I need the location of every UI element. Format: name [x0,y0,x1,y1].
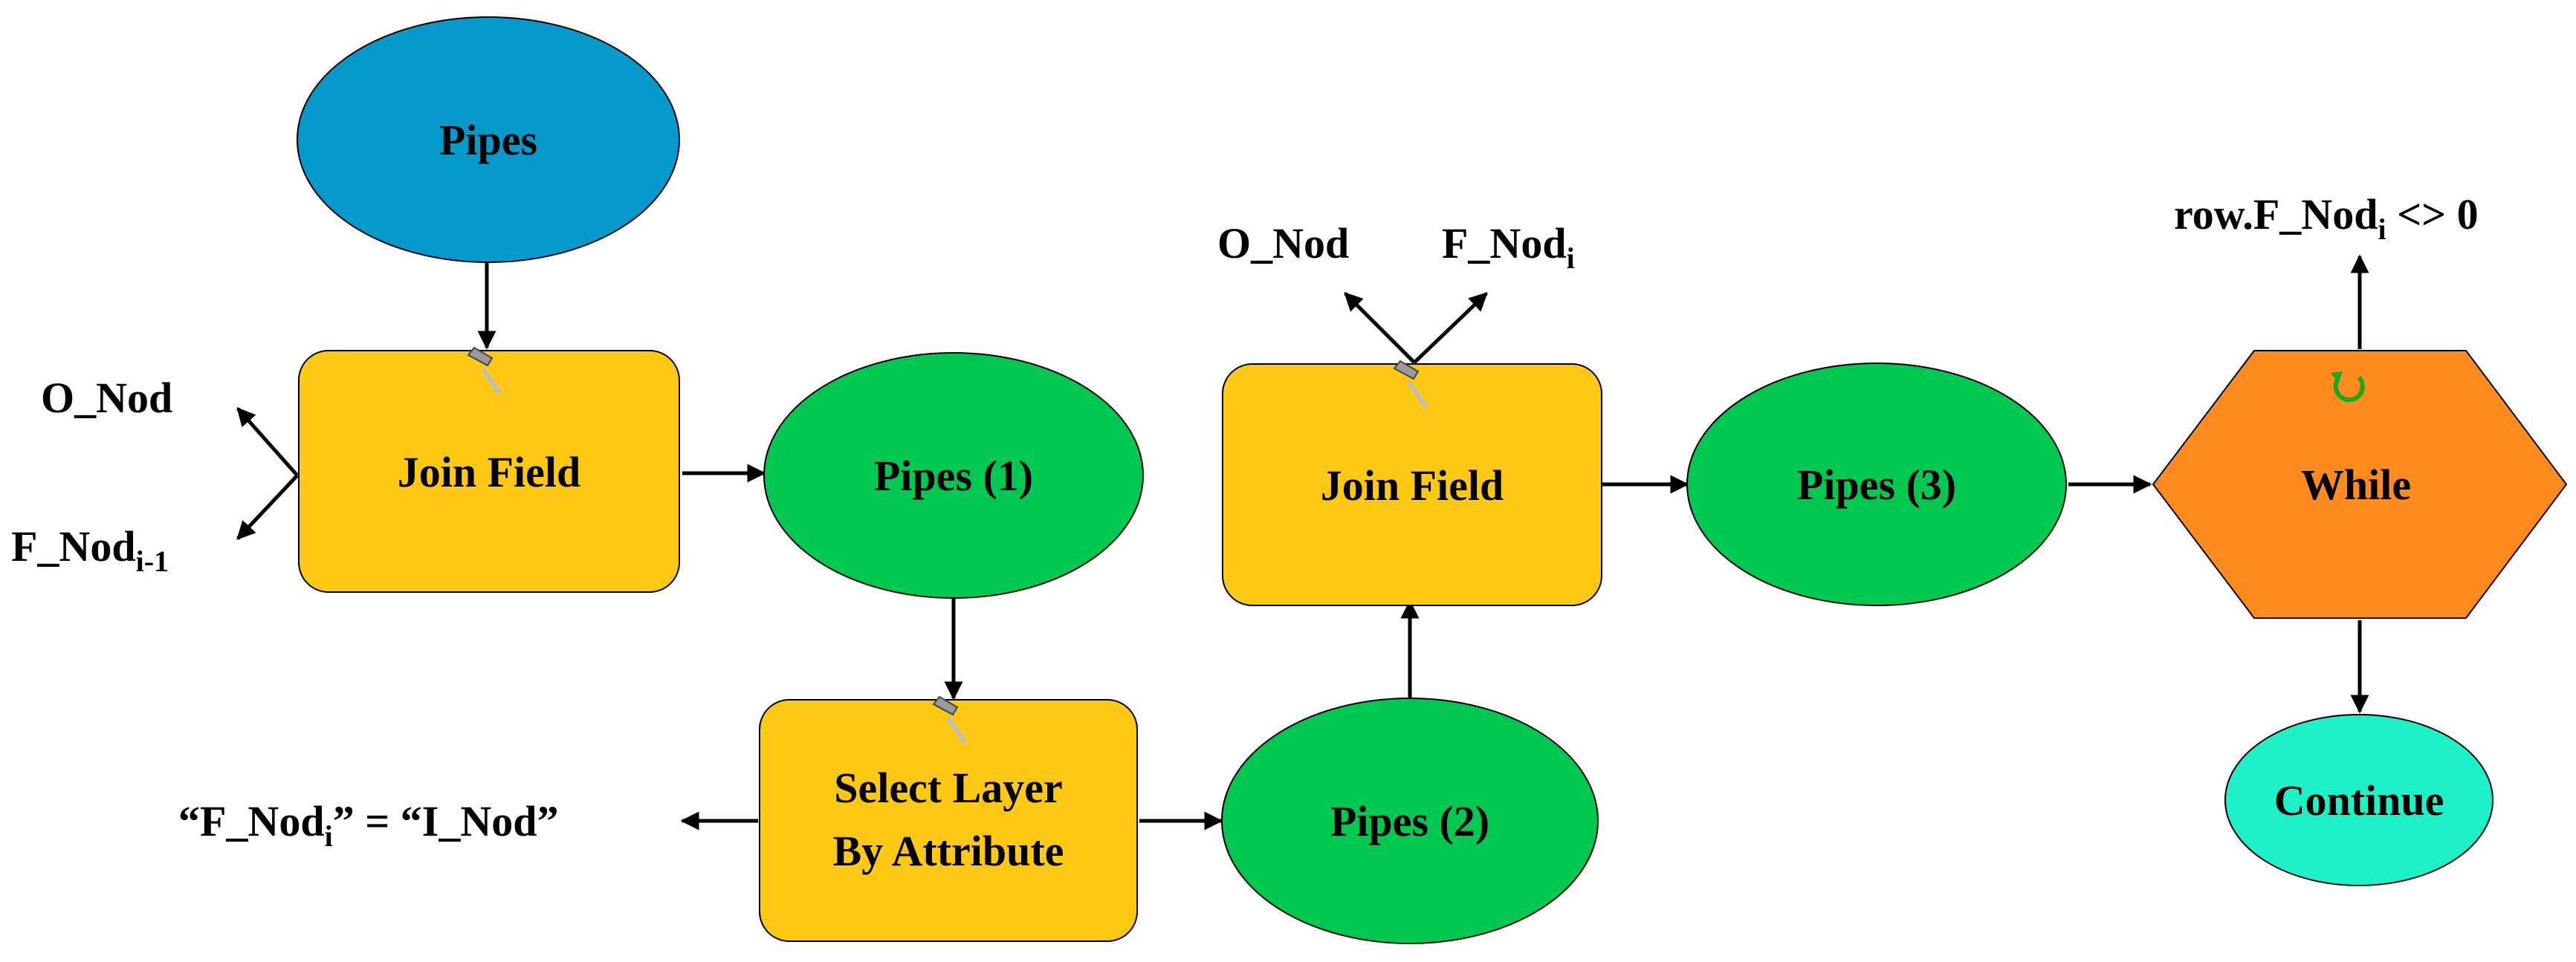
node-select-layer[interactable]: Select Layer By Attribute [759,696,1138,942]
edges [236,254,2369,831]
node-continue[interactable]: Continue [2224,714,2494,886]
node-select-layer-label-2: By Attribute [833,827,1064,875]
node-pipes-shape [297,16,680,263]
node-join-field-2[interactable]: Join Field [1222,360,1602,606]
node-pipes-2-shape [1221,698,1599,944]
node-select-layer-shape [759,699,1138,942]
node-join-field-2-label: Join Field [1321,461,1504,510]
node-pipes[interactable]: Pipes [297,16,680,263]
node-pipes-2[interactable]: Pipes (2) [1221,698,1599,944]
label-expr-rest: ” = “I_Nod” [333,797,559,845]
loop-arrow-icon [2331,371,2365,403]
node-while-shape [2152,350,2568,619]
edge-joinfield2-to-fnod [1413,292,1488,364]
edge-joinfield2-to-onod [1344,292,1416,364]
label-expr-open: “F_Nod [178,797,325,845]
node-pipes-3[interactable]: Pipes (3) [1686,363,2067,606]
label-f-nod-top-base: F_Nod [1442,219,1567,267]
label-cond-sub: i [2378,212,2386,246]
edge-joinfield1-to-onod [236,407,299,477]
label-cond-base: row.F_Nod [2174,190,2378,238]
node-continue-shape [2224,714,2494,886]
label-f-nod-left: F_Nodi-1 [11,522,169,578]
label-while-condition: row.F_Nodi <> 0 [2174,190,2479,246]
node-pipes-1[interactable]: Pipes (1) [763,352,1144,599]
node-join-field-1-label: Join Field [398,448,581,496]
node-pipes-3-shape [1686,363,2067,606]
label-o-nod-top: O_Nod [1217,219,1349,267]
label-expr-sub: i [325,819,333,853]
node-pipes-1-label: Pipes (1) [874,452,1033,500]
node-while-label: While [2301,461,2411,509]
node-pipes-3-label: Pipes (3) [1797,461,1956,509]
node-pipes-1-shape [763,352,1144,599]
label-select-expression: “F_Nodi” = “I_Nod” [178,797,558,853]
node-pipes-2-label: Pipes (2) [1330,797,1489,845]
node-join-field-1[interactable]: Join Field [298,347,680,593]
label-cond-rest: <> 0 [2386,190,2479,238]
label-f-nod-left-base: F_Nod [11,522,136,571]
label-f-nod-top: F_Nodi [1442,219,1575,275]
node-while[interactable]: While [2152,350,2568,619]
label-f-nod-left-sub: i-1 [136,545,169,578]
label-f-nod-top-sub: i [1567,241,1575,275]
node-continue-label: Continue [2274,776,2444,825]
node-select-layer-label-1: Select Layer [834,764,1063,812]
label-o-nod-left: O_Nod [41,374,172,422]
node-join-field-1-shape [298,350,680,593]
edge-joinfield1-to-fnod [236,474,299,540]
node-pipes-label: Pipes [439,116,537,164]
node-join-field-2-shape [1222,363,1602,606]
